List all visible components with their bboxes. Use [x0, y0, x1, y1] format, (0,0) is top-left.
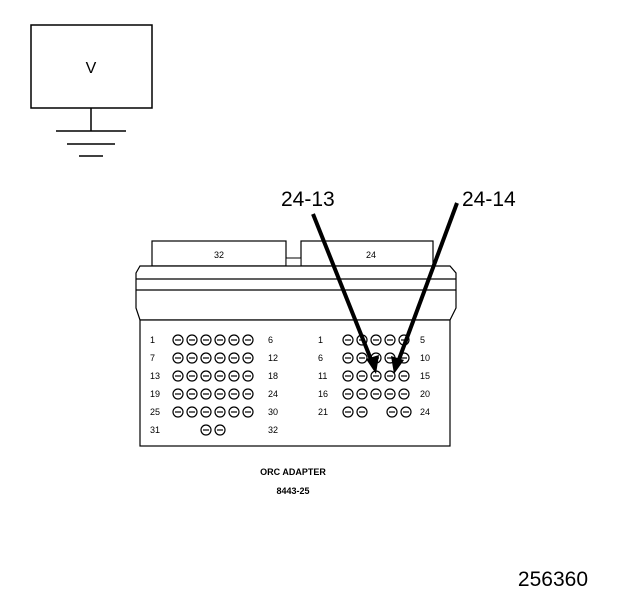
left-row-5-end-label: 32 [268, 425, 278, 435]
right-row-2-end-label: 15 [420, 371, 430, 381]
arrow-24-13 [311, 213, 379, 374]
callout-24-13-label: 24-13 [281, 188, 335, 211]
voltmeter: V [30, 24, 153, 109]
connector-tab-24-label: 24 [366, 250, 376, 260]
left-row-1-start-label: 7 [150, 353, 155, 363]
connector-tab-32: 32 [151, 240, 287, 267]
right-row-1-start-label: 6 [318, 353, 323, 363]
left-row-3-start-label: 19 [150, 389, 160, 399]
arrow-24-14 [391, 202, 459, 374]
left-row-1-end-label: 12 [268, 353, 278, 363]
right-row-2-start-label: 11 [318, 371, 327, 381]
right-row-3-start-label: 16 [318, 389, 328, 399]
left-pin-block: 1 6 7 12 13 18 19 24 25 30 31 32 [150, 334, 278, 436]
adapter-part-number: 8443-25 [276, 486, 309, 496]
connector-tab-24: 24 [300, 240, 434, 267]
connector-tab-32-label: 32 [214, 250, 224, 260]
left-row-3-end-label: 24 [268, 389, 278, 399]
right-row-3-end-label: 20 [420, 389, 430, 399]
right-row-4-start-label: 21 [318, 407, 328, 417]
left-row-5-start-label: 31 [150, 425, 160, 435]
left-row-2-end-label: 18 [268, 371, 278, 381]
right-row-4-end-label: 24 [420, 407, 430, 417]
connector-gap [285, 257, 302, 267]
ground-icon [56, 108, 126, 157]
voltmeter-label: V [86, 60, 97, 77]
right-row-1-end-label: 10 [420, 353, 430, 363]
left-row-0-start-label: 1 [150, 335, 155, 345]
left-row-4-end-label: 30 [268, 407, 278, 417]
left-row-0-end-label: 6 [268, 335, 273, 345]
callout-24-14-label: 24-14 [462, 188, 516, 211]
left-row-2-start-label: 13 [150, 371, 160, 381]
adapter-name: ORC ADAPTER [260, 467, 326, 477]
right-row-0-end-label: 5 [420, 335, 425, 345]
right-row-0-start-label: 1 [318, 335, 323, 345]
figure-id: 256360 [518, 568, 588, 591]
left-row-4-start-label: 25 [150, 407, 160, 417]
